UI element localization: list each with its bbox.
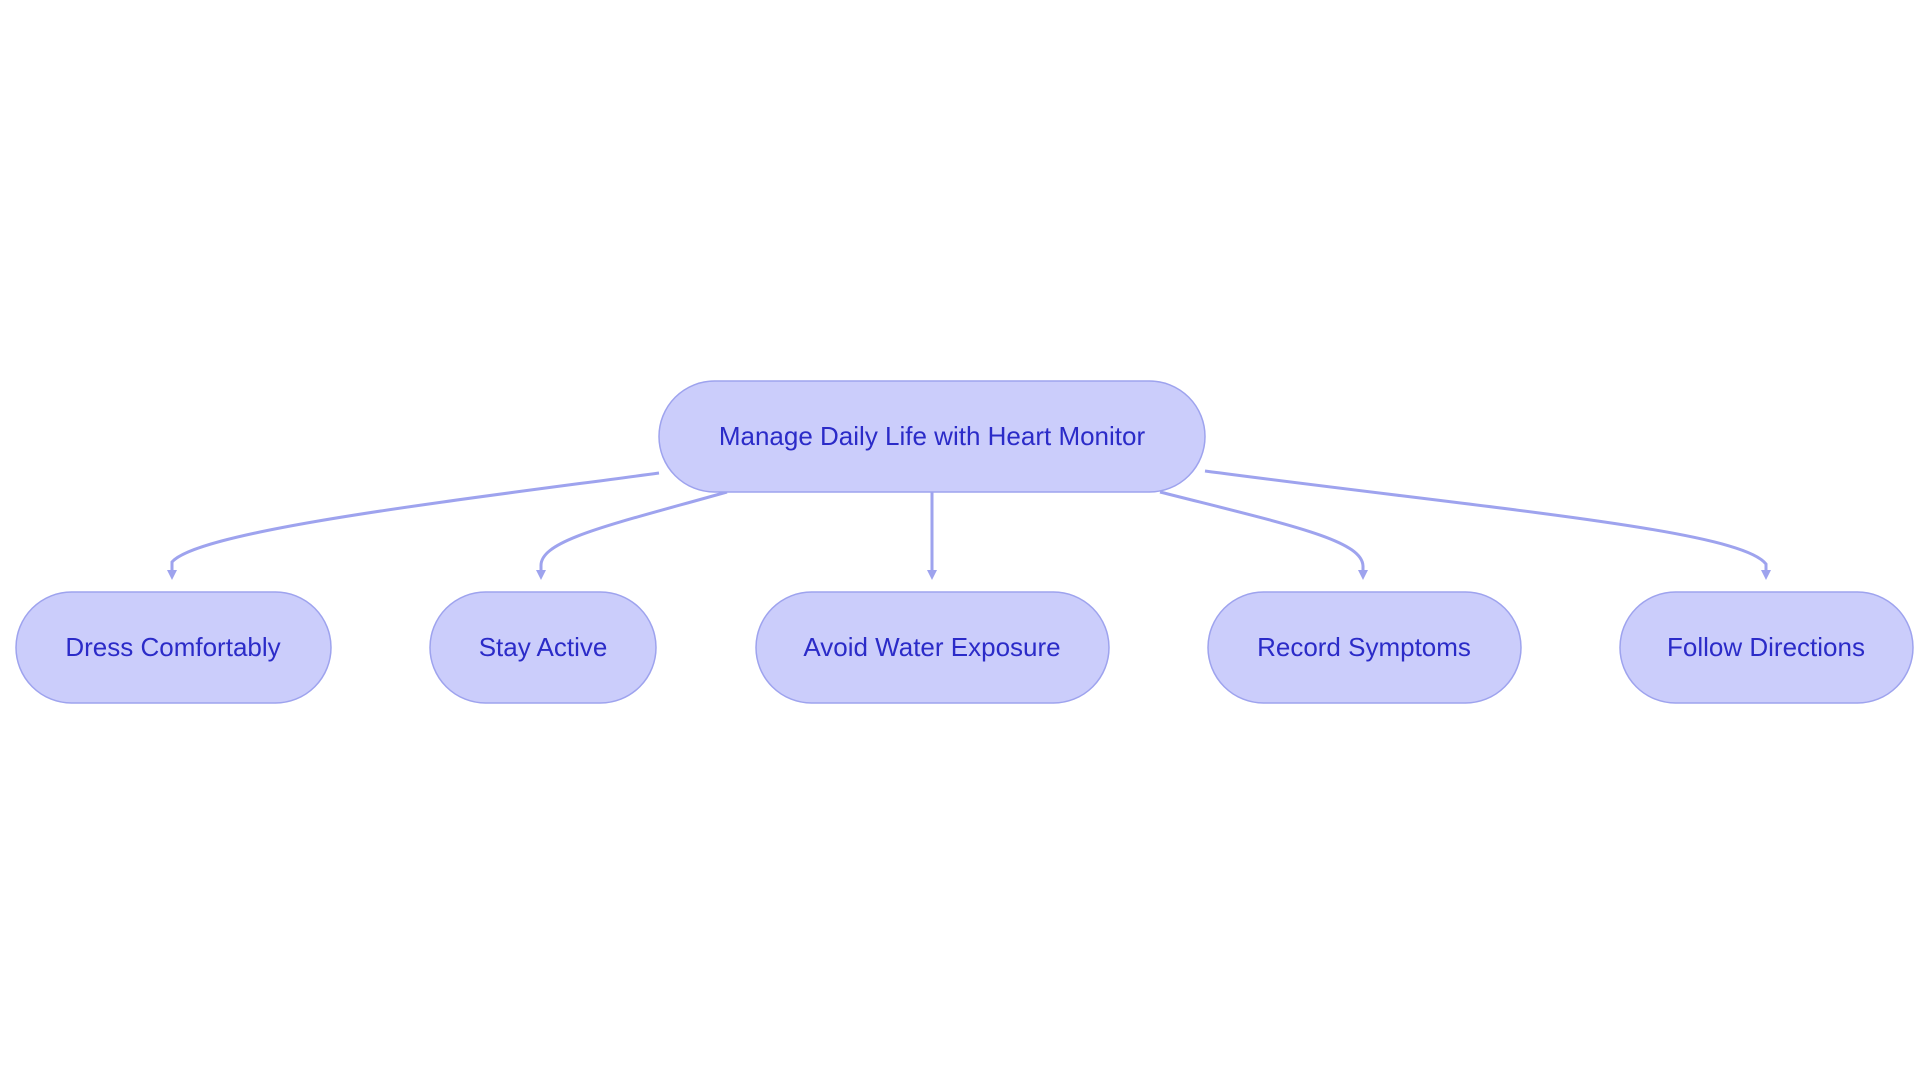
node-record-symptoms-shape [1207, 591, 1522, 704]
node-avoid-water-exposure-label: Avoid Water Exposure [803, 632, 1060, 662]
node-follow-directions: Follow Directions [1619, 591, 1914, 704]
node-root: Manage Daily Life with Heart Monitor [658, 380, 1206, 493]
node-avoid-water-exposure: Avoid Water Exposure [755, 591, 1110, 704]
node-dress-comfortably: Dress Comfortably [15, 591, 332, 704]
edge-root-to-stay-active [536, 490, 728, 580]
node-dress-comfortably-label: Dress Comfortably [65, 632, 280, 662]
node-record-symptoms: Record Symptoms [1207, 591, 1522, 704]
node-record-symptoms-label: Record Symptoms [1257, 632, 1471, 662]
edge-root-to-dress-comfortably [167, 471, 660, 580]
node-stay-active-shape [429, 591, 657, 704]
edges [167, 469, 1771, 580]
node-avoid-water-exposure-shape [755, 591, 1110, 704]
node-follow-directions-shape [1619, 591, 1914, 704]
node-stay-active-label: Stay Active [479, 632, 608, 662]
edge-root-to-record-symptoms [1159, 490, 1368, 580]
node-follow-directions-label: Follow Directions [1667, 632, 1865, 662]
edge-root-to-follow-directions [1204, 469, 1771, 580]
node-root-shape [658, 380, 1206, 493]
node-stay-active: Stay Active [429, 591, 657, 704]
node-root-label: Manage Daily Life with Heart Monitor [719, 421, 1146, 451]
node-dress-comfortably-shape [15, 591, 332, 704]
